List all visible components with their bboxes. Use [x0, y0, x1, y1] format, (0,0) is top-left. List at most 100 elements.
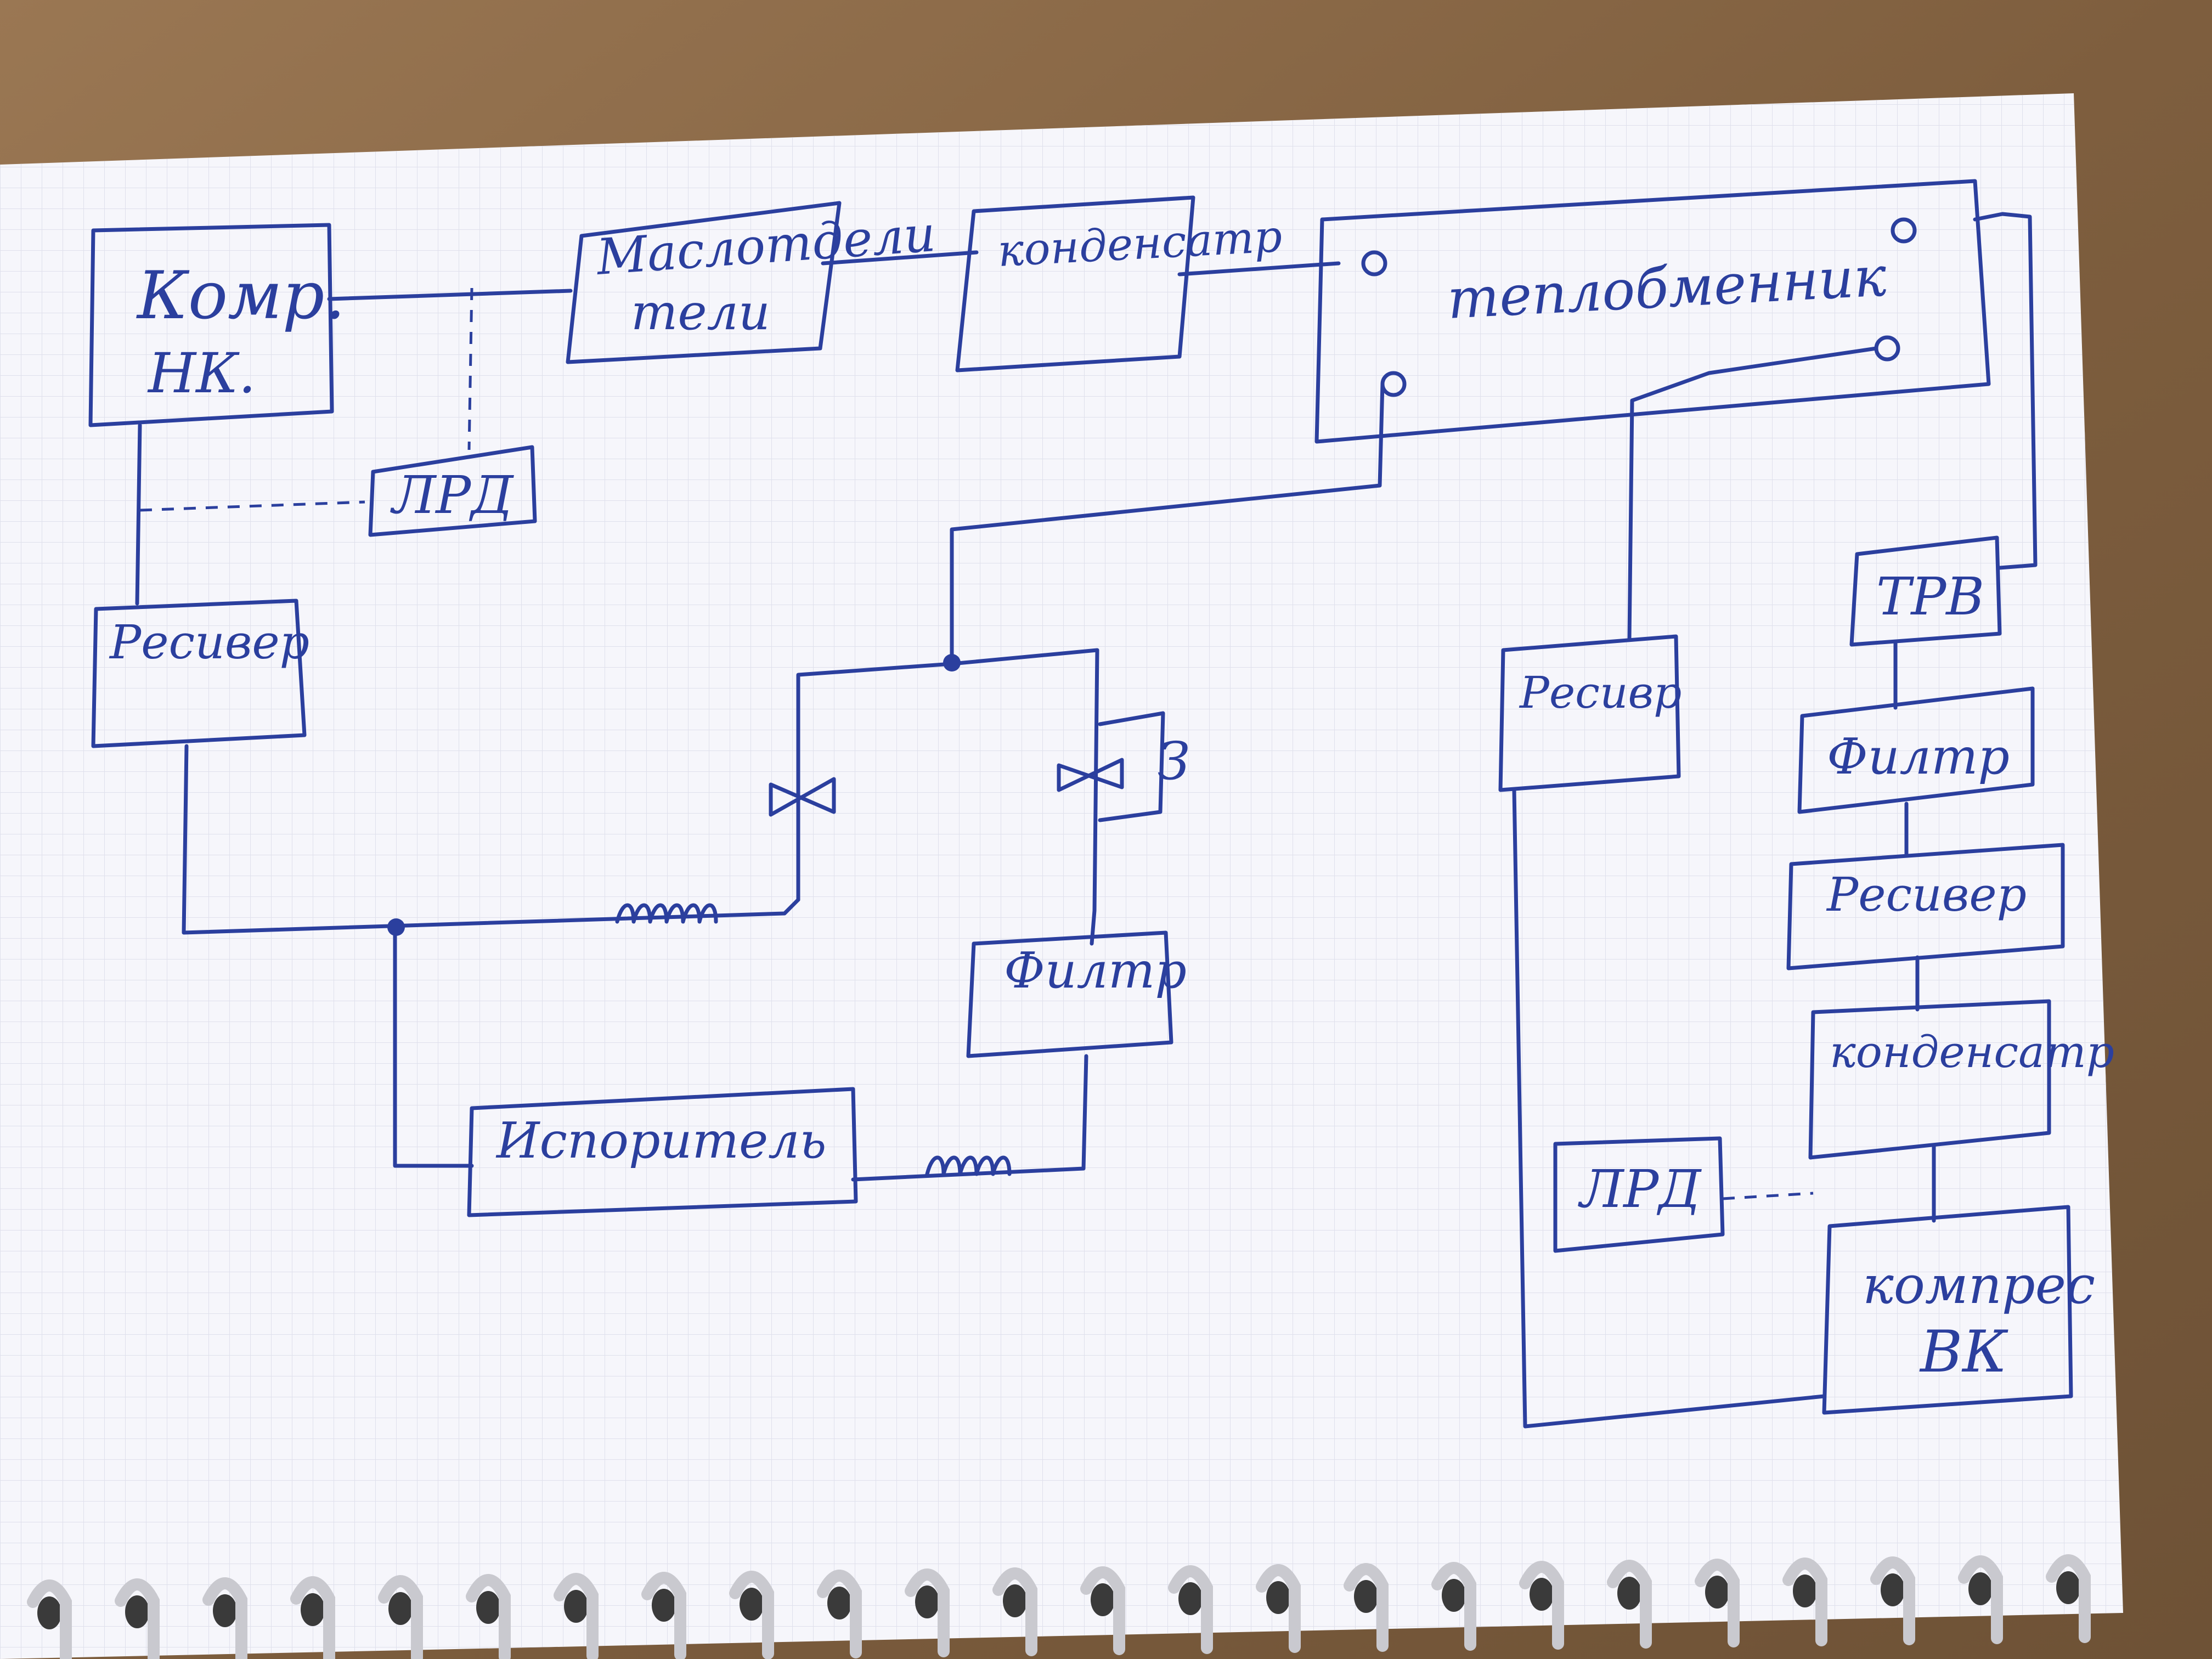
spiral-hole [388, 1592, 413, 1625]
spiral-binding [27, 1554, 2091, 1659]
spiral-hole [1266, 1581, 1290, 1614]
spiral-ring [1256, 1564, 1301, 1653]
pipe [851, 1054, 1088, 1182]
spiral-ring [1519, 1561, 1564, 1650]
spiral-ring [27, 1579, 72, 1659]
valve-icon [769, 777, 836, 817]
block-trv: ТРВ [1849, 535, 2002, 647]
spiral-ring [992, 1567, 1037, 1656]
pipe [393, 928, 474, 1168]
spiral-hole [827, 1587, 851, 1620]
spiral-ring [817, 1570, 862, 1658]
lrd-2-label: ЛРД [1578, 1159, 1702, 1220]
spiral-hole [1881, 1573, 1905, 1606]
spiral-ring [1431, 1562, 1476, 1651]
pipe-dashed [139, 500, 365, 512]
spiral-ring [1607, 1560, 1652, 1649]
block-lrd-1: ЛРД [368, 445, 537, 537]
spiral-ring [905, 1568, 950, 1657]
spiral-hole [213, 1594, 237, 1627]
spiral-ring [729, 1571, 774, 1659]
block-compressor-vk: компрес ВК [1822, 1205, 2095, 1415]
pipe [135, 423, 142, 606]
junction-icon [387, 918, 405, 936]
junction-icon [943, 654, 961, 672]
pipe [1973, 212, 2038, 570]
spiral-hole [1530, 1578, 1554, 1611]
spiral-ring [202, 1577, 247, 1659]
pipe [950, 648, 1099, 946]
pipe [1512, 788, 1826, 1429]
spiral-ring [466, 1574, 511, 1659]
spiral-hole [1354, 1580, 1378, 1613]
compressor-vk-label-1: компрес [1863, 1255, 2095, 1316]
spiral-hole [564, 1590, 588, 1623]
pipe [1627, 346, 1878, 641]
port-icon [1361, 250, 1387, 276]
receiver-2-label: Ресивр [1519, 667, 1681, 718]
spiral-ring [378, 1575, 423, 1659]
spiral-ring [554, 1573, 599, 1659]
block-filter-1: Филтр [966, 930, 1187, 1058]
pipe [796, 662, 954, 902]
block-lrd-2: ЛРД [1553, 1136, 1725, 1253]
solenoid-valve-icon: З [1057, 711, 1190, 822]
block-receiver-3: Ресивер [1786, 843, 2065, 970]
spiral-ring [1958, 1555, 2003, 1644]
compressor-vk-label-2: ВК [1919, 1318, 2008, 1385]
spiral-hole [125, 1595, 149, 1628]
receiver-1-label: Ресивер [109, 616, 309, 670]
spiral-ring [641, 1572, 686, 1659]
spiral-hole [1442, 1579, 1466, 1612]
block-evaporator: Испоритель [467, 1087, 858, 1217]
pipe [1177, 261, 1341, 276]
spiral-hole [301, 1593, 325, 1626]
spiral-hole [2056, 1571, 2080, 1604]
lrd-1-label: ЛРД [390, 465, 514, 526]
compressor-nk-label-1: Комр. [136, 258, 346, 334]
filter-1-label: Филтр [1004, 942, 1187, 1000]
spiral-hole [1705, 1576, 1729, 1609]
trv-label: ТРВ [1876, 567, 1984, 627]
spiral-hole [1968, 1572, 1993, 1605]
spiral-hole [1617, 1577, 1641, 1610]
block-filter-2: Филтр [1797, 686, 2035, 814]
pipe [327, 289, 573, 301]
pipe-dashed [467, 287, 473, 450]
coil-label: З [1158, 731, 1190, 792]
filter-2-label: Филтр [1827, 728, 2010, 786]
condenser-2-label: конденсатр [1830, 1026, 2114, 1077]
spiral-ring [1344, 1563, 1389, 1652]
spiral-hole [476, 1591, 500, 1624]
block-compressor-nk: Комр. НК. [88, 223, 346, 427]
spiral-ring [1080, 1566, 1125, 1655]
spiral-ring [1870, 1556, 1915, 1645]
spiral-hole [1793, 1575, 1817, 1607]
block-receiver-1: Ресивер [91, 599, 309, 748]
pipe-dashed [1722, 1192, 1814, 1200]
spiral-hole [37, 1596, 61, 1629]
spiral-hole [1003, 1584, 1027, 1617]
spiral-ring [1168, 1565, 1213, 1654]
pipe [182, 744, 800, 935]
block-condenser-2: конденсатр [1808, 999, 2114, 1160]
page-grid [0, 93, 2123, 1659]
capillary-coil-icon [925, 1155, 1012, 1176]
spiral-hole [652, 1589, 676, 1622]
spiral-ring [1695, 1559, 1740, 1647]
pipe [950, 382, 1385, 666]
compressor-nk-label-2: НК. [147, 341, 256, 405]
spiral-ring [290, 1576, 335, 1659]
spiral-hole [740, 1588, 764, 1621]
block-receiver-2: Ресивр [1498, 634, 1681, 792]
oil-separator-label-2: тели [631, 284, 770, 341]
spiral-ring [2046, 1554, 2091, 1643]
spiral-ring [1782, 1558, 1827, 1646]
pipe [821, 250, 979, 266]
spiral-hole [1178, 1582, 1203, 1615]
spiral-ring [115, 1578, 160, 1659]
receiver-3-label: Ресивер [1826, 868, 2027, 922]
spiral-hole [915, 1585, 939, 1618]
evaporator-label: Испоритель [495, 1112, 827, 1170]
